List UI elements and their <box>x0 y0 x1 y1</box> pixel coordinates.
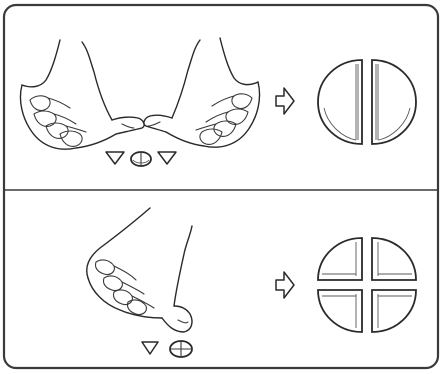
tablet-icon <box>170 341 192 357</box>
tablet-icon <box>131 152 151 166</box>
